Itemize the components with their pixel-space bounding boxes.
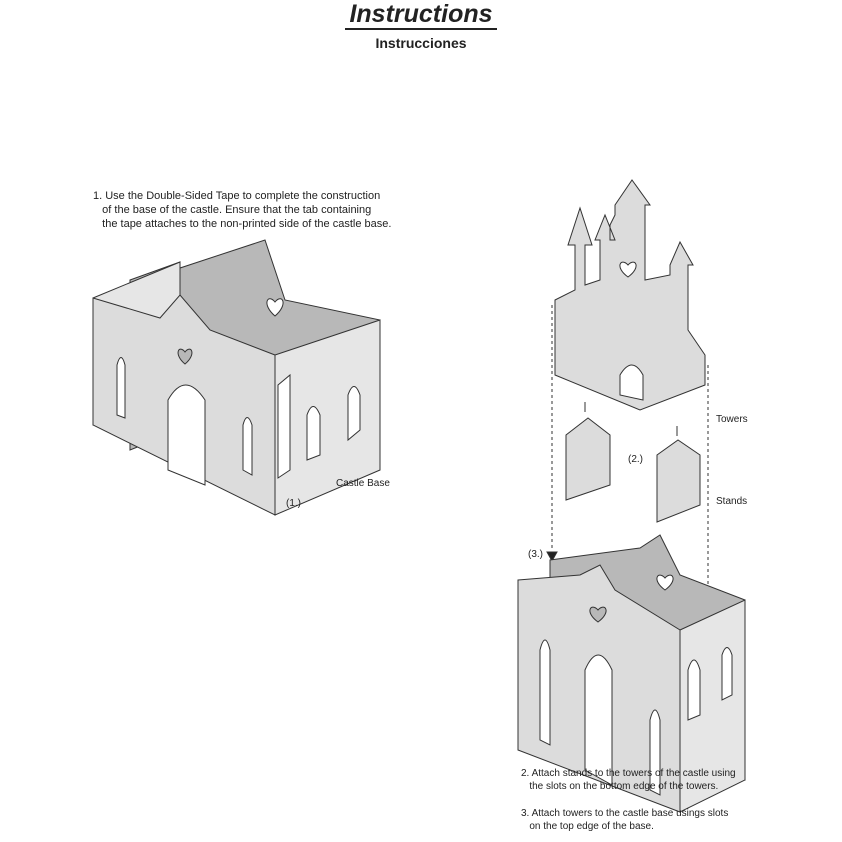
step-3-text: 3. Attach towers to the castle base usin…: [521, 808, 729, 832]
step-1-text: 1. Use the Double-Sided Tape to complete…: [93, 190, 392, 230]
castle-base-illustration: [92, 239, 381, 516]
castle-base-label: Castle Base: [336, 478, 390, 489]
title-text: Instructions: [345, 0, 497, 30]
right-side-wall: [274, 319, 381, 516]
step-1-marker: (1.): [286, 498, 301, 509]
page-title: Instructions: [0, 0, 842, 30]
step-3-marker: (3.): [528, 549, 543, 560]
stands-label: Stands: [716, 496, 748, 507]
towers-label: Towers: [716, 414, 748, 425]
stands-illustration: [565, 402, 701, 523]
page-subtitle: Instrucciones: [375, 35, 467, 51]
assembled-base-illustration: [517, 534, 746, 813]
step-2-marker: (2.): [628, 454, 643, 465]
step-2-text: 2. Attach stands to the towers of the ca…: [521, 768, 736, 792]
tape-tab: [277, 373, 291, 479]
towers-illustration: [554, 179, 706, 411]
